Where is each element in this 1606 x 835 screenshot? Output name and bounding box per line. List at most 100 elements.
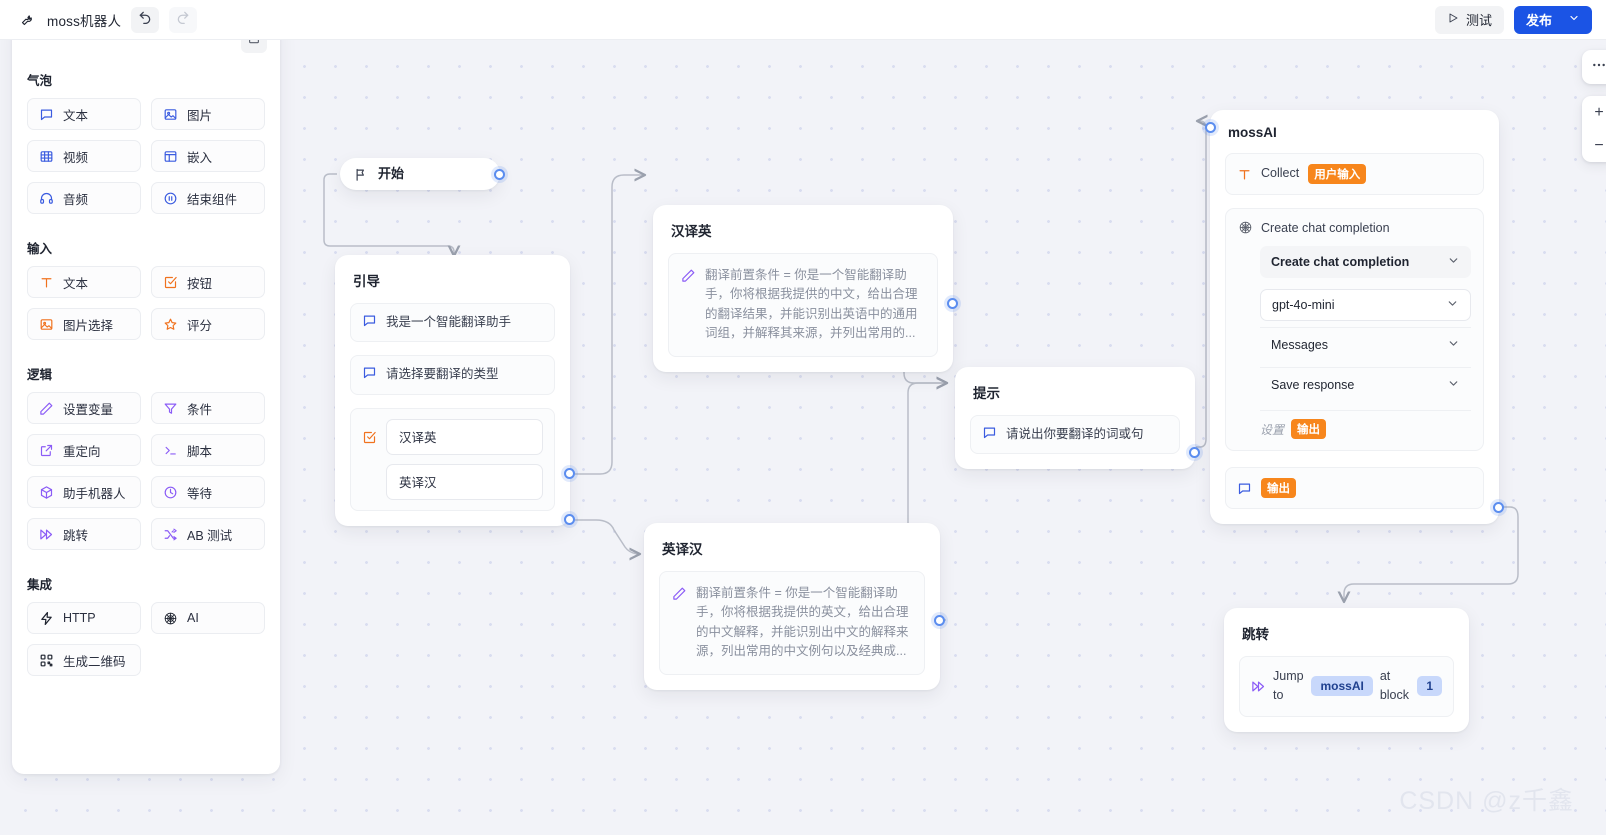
guide-message-2[interactable]: 请选择要翻译的类型 — [350, 355, 555, 395]
jump-block-badge[interactable]: 1 — [1417, 676, 1442, 697]
undo-arrow-icon — [138, 10, 152, 29]
panel-tile-image[interactable]: 图片 — [151, 98, 265, 130]
node-start[interactable]: 开始 — [340, 158, 505, 190]
speech-bubble-icon — [362, 365, 377, 380]
panel-tile-label: 脚本 — [187, 444, 213, 459]
panel-tile-pencil[interactable]: 设置变量 — [27, 392, 141, 424]
node-jump[interactable]: 跳转 Jump to mossAI at block 1 — [1224, 608, 1469, 732]
node-mossai[interactable]: mossAI Collect 用户输入 Create chat completi… — [1205, 110, 1504, 524]
lightning-bolt-icon — [39, 611, 54, 626]
node-jump-title: 跳转 — [1242, 627, 1269, 642]
panel-tile-label: 条件 — [187, 402, 213, 417]
node-prompt-title: 提示 — [973, 386, 1000, 401]
node-guide[interactable]: 引导 我是一个智能翻译助手 请选择要翻译的类型 汉译英 — [335, 255, 575, 526]
publish-button[interactable]: 发布 — [1513, 5, 1592, 34]
node-zh-to-en[interactable]: 汉译英 翻译前置条件 = 你是一个智能翻译助手，你将根据我提供的中文，给出合理的… — [653, 205, 958, 372]
app-logo — [20, 12, 35, 27]
mossai-chat-completion-header: Create chat completion — [1238, 220, 1471, 235]
panel-tile-filter[interactable]: 条件 — [151, 392, 265, 424]
panel-tile-cube[interactable]: 助手机器人 — [27, 476, 141, 508]
panel-tile-pause-circle[interactable]: 结束组件 — [151, 182, 265, 214]
panel-tile-label: 嵌入 — [187, 150, 213, 165]
port-mossai-in[interactable] — [1205, 122, 1216, 133]
pencil-icon — [672, 586, 687, 601]
mossai-settings-variable[interactable]: 输出 — [1291, 419, 1327, 439]
panel-tile-label: 评分 — [187, 318, 213, 333]
mossai-output-variable[interactable]: 输出 — [1261, 478, 1296, 498]
redo-button[interactable] — [169, 6, 198, 33]
panel-tile-label: 图片 — [187, 108, 213, 123]
clock-icon — [163, 485, 178, 500]
mossai-output-block[interactable]: 输出 — [1225, 467, 1484, 509]
panel-tile-label: 助手机器人 — [63, 486, 126, 501]
panel-tile-embed-layout[interactable]: 嵌入 — [151, 140, 265, 172]
jump-action-block[interactable]: Jump to mossAI at block 1 — [1239, 656, 1454, 717]
node-prompt[interactable]: 提示 请说出你要翻译的词或句 — [955, 367, 1200, 470]
panel-tile-star[interactable]: 评分 — [151, 308, 265, 340]
chevron-down-icon[interactable] — [1446, 297, 1459, 313]
mossai-chat-completion-block[interactable]: Create chat completion Create chat compl… — [1225, 208, 1484, 451]
panel-tile-check-square[interactable]: 按钮 — [151, 266, 265, 298]
guide-choice-1[interactable]: 汉译英 — [386, 418, 543, 455]
zoom-in-button[interactable]: + — [1594, 103, 1604, 121]
mossai-messages-value: Messages — [1271, 337, 1328, 352]
terminal-icon — [163, 443, 178, 458]
panel-tile-terminal[interactable]: 脚本 — [151, 434, 265, 466]
guide-message-1[interactable]: 我是一个智能翻译助手 — [350, 303, 555, 343]
port-start-out[interactable] — [494, 169, 505, 180]
mossai-save-response-value: Save response — [1271, 377, 1355, 392]
canvas-more-button[interactable] — [1582, 50, 1606, 84]
panel-tile-openai-logo[interactable]: AI — [151, 602, 265, 634]
component-panel: 气泡文本图片视频嵌入音频结束组件输入文本按钮图片选择评分逻辑设置变量条件重定向脚… — [12, 14, 280, 774]
port-zh-to-en-out[interactable] — [947, 298, 958, 309]
guide-choice-2[interactable]: 英译汉 — [386, 463, 543, 500]
panel-tile-qr-code[interactable]: 生成二维码 — [27, 644, 141, 676]
guide-choice-group: 汉译英 英译汉 — [350, 407, 555, 511]
mossai-model-select[interactable]: gpt-4o-mini — [1260, 289, 1471, 321]
mossai-collect-variable[interactable]: 用户输入 — [1308, 164, 1367, 184]
mossai-collect-block[interactable]: Collect 用户输入 — [1225, 153, 1484, 195]
port-en-to-zh-out[interactable] — [934, 615, 945, 626]
chevron-down-icon[interactable] — [1568, 12, 1580, 27]
zoom-out-button[interactable]: − — [1594, 136, 1604, 154]
port-guide-choice-2[interactable] — [564, 514, 575, 525]
mossai-action-select[interactable]: Create chat completion — [1260, 246, 1471, 278]
panel-section-title: 输入 — [27, 242, 53, 256]
panel-tile-lightning-bolt[interactable]: HTTP — [27, 602, 141, 634]
jump-target-badge[interactable]: mossAI — [1311, 676, 1373, 697]
panel-tile-video-grid[interactable]: 视频 — [27, 140, 141, 172]
panel-tile-clock[interactable]: 等待 — [151, 476, 265, 508]
mossai-save-response-select[interactable]: Save response — [1260, 367, 1471, 401]
port-guide-choice-1[interactable] — [564, 468, 575, 479]
shuffle-icon — [163, 527, 178, 542]
panel-tile-speech-bubble[interactable]: 文本 — [27, 98, 141, 130]
en-to-zh-prompt[interactable]: 翻译前置条件 = 你是一个智能翻译助手，你将根据我提供的英文，给出合理的中文解释… — [659, 571, 925, 675]
panel-tile-shuffle[interactable]: AB 测试 — [151, 518, 265, 550]
image-icon — [163, 107, 178, 122]
port-mossai-out[interactable] — [1493, 502, 1504, 513]
filter-icon — [163, 401, 178, 416]
zh-to-en-prompt[interactable]: 翻译前置条件 = 你是一个智能翻译助手，你将根据我提供的中文，给出合理的翻译结果… — [668, 253, 938, 357]
mossai-messages-select[interactable]: Messages — [1260, 327, 1471, 361]
node-guide-title: 引导 — [353, 274, 380, 289]
panel-tile-label: AI — [187, 611, 199, 625]
panel-tile-headphones[interactable]: 音频 — [27, 182, 141, 214]
chevron-down-icon[interactable] — [1447, 377, 1460, 393]
speech-bubble-icon — [39, 107, 54, 122]
port-prompt-out[interactable] — [1189, 447, 1200, 458]
watermark: CSDN @z千鑫 — [1399, 787, 1574, 815]
chevron-down-icon[interactable] — [1447, 254, 1460, 270]
undo-button[interactable] — [131, 6, 160, 33]
node-start-title: 开始 — [378, 165, 405, 181]
panel-tile-label: 文本 — [63, 108, 89, 123]
chevron-down-icon[interactable] — [1447, 337, 1460, 353]
test-button[interactable]: 测试 — [1434, 5, 1504, 34]
prompt-message[interactable]: 请说出你要翻译的词或句 — [970, 415, 1180, 455]
panel-tile-image-picker[interactable]: 图片选择 — [27, 308, 141, 340]
node-en-to-zh[interactable]: 英译汉 翻译前置条件 = 你是一个智能翻译助手，你将根据我提供的英文，给出合理的… — [644, 523, 945, 690]
panel-tile-external-link[interactable]: 重定向 — [27, 434, 141, 466]
panel-tile-text-t[interactable]: 文本 — [27, 266, 141, 298]
fast-forward-icon — [1251, 679, 1266, 694]
fast-forward-icon — [39, 527, 54, 542]
panel-tile-fast-forward[interactable]: 跳转 — [27, 518, 141, 550]
